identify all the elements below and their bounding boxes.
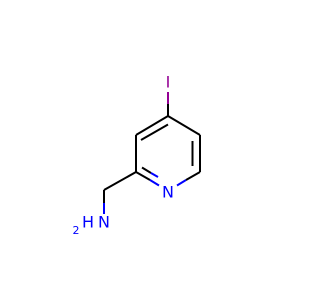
amine-nitrogen-label: N [98,213,110,232]
ring-nitrogen-label: N [162,183,174,202]
bond-c2-n1-inner-b [150,172,159,178]
bond-n1-c6-b [185,171,201,181]
bond-c2-n1-b [149,179,160,187]
amine-h-count: 2 [73,224,80,237]
bond-c4-c3 [135,115,169,136]
structure-diagram: I N H 2 N [73,73,201,237]
bond-n1-c6-a [176,179,187,187]
bond-c2-ch2 [103,171,137,191]
bond-c2-n1-inner-a [141,166,152,174]
bond-c5-c4 [167,115,201,136]
iodine-label: I [166,73,171,92]
bond-c4-c3-inner [140,123,169,141]
aminomethyl-group [103,171,137,214]
pyridine-ring [135,115,201,187]
amine-h-label: H [82,213,94,232]
bond-c2-n1-a [135,171,151,181]
